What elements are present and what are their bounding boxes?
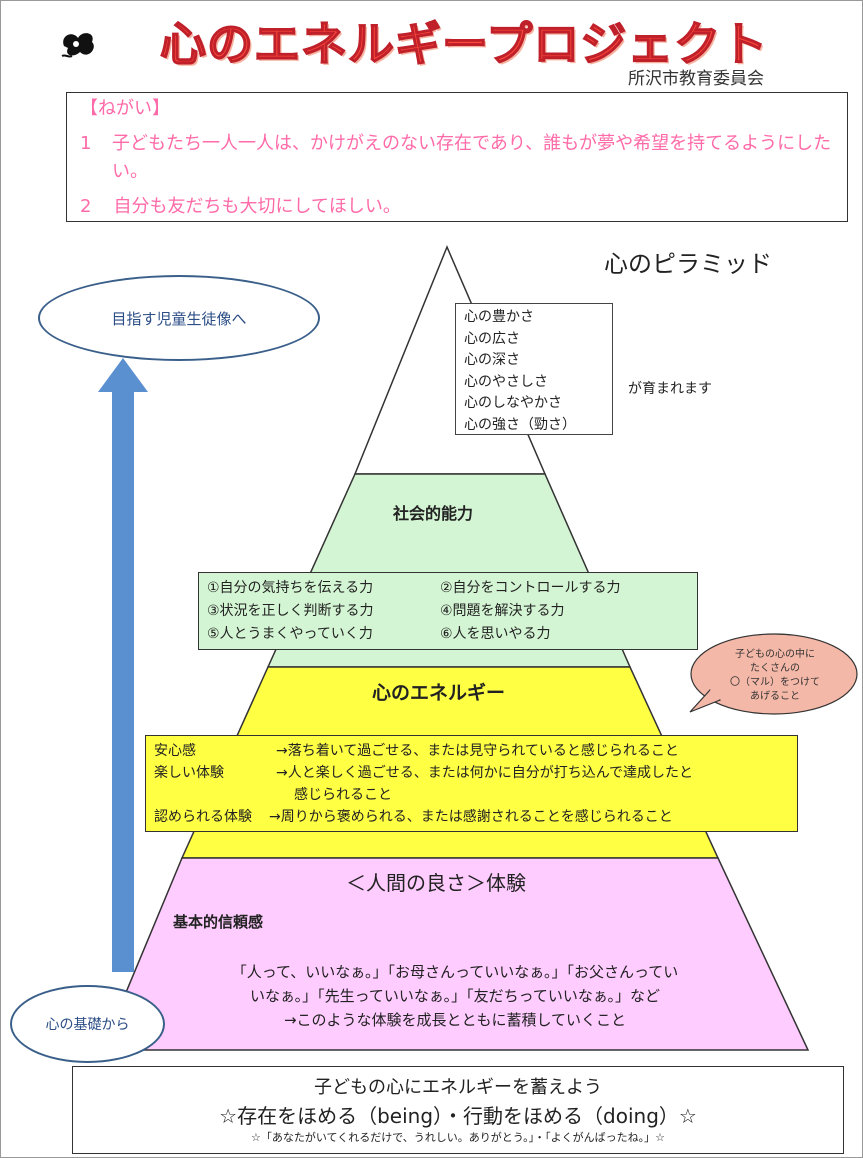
aim-number: 1	[80, 133, 92, 154]
goal-oval: 目指す児童生徒像へ	[38, 275, 320, 361]
page-title: 心のエネルギープロジェクト	[159, 16, 769, 72]
ability-row: ①自分の気持ちを伝える力 ②自分をコントロールする力	[207, 577, 697, 600]
ability-item: ①自分の気持ちを伝える力	[207, 580, 374, 596]
energy-description: →落ち着いて過ごせる、または見守られていると感じられること	[276, 743, 679, 759]
speech-bubble: 子どもの心の中に たくさんの 〇（マル）をつけて あげること	[695, 648, 855, 704]
aim-number: 2	[80, 196, 92, 217]
bubble-line: あげること	[750, 691, 800, 702]
quote-line: いなぁ。」「先生っていいなぁ。」「友だちっていいなぁ。」など	[249, 987, 661, 1005]
energy-term: 楽しい体験	[154, 765, 224, 781]
list-item: 心の広さ	[464, 330, 520, 347]
energy-term: 安心感	[154, 743, 196, 759]
ability-row: ③状況を正しく判断する力 ④問題を解決する力	[207, 600, 697, 623]
energy-row: 感じられること	[154, 784, 797, 806]
pyramid-title: 心のピラミッド	[604, 250, 772, 278]
basic-trust-label: 基本的信頼感	[173, 913, 264, 931]
ability-item: ③状況を正しく判断する力	[207, 603, 374, 619]
quote-line: →このような体験を成長とともに蓄積していくこと	[283, 1011, 627, 1029]
footer-box: 子どもの心にエネルギーを蓄えよう ☆存在をほめる（being）・行動をほめる（d…	[72, 1066, 844, 1154]
energy-description-continued: 感じられること	[294, 787, 392, 803]
goodness-title: ＜人間の良さ＞体験	[346, 871, 526, 895]
quote-line: 「人って、いいなぁ。」「お母さんっていいなぁ。」「お父さんってい	[231, 963, 679, 981]
footer-slogan: ☆存在をほめる（being）・行動をほめる（doing）☆	[219, 1104, 697, 1128]
energy-title: 心のエネルギー	[372, 682, 506, 704]
ability-row: ⑤人とうまくやっていく力 ⑥人を思いやる力	[207, 623, 697, 646]
ability-item: ⑤人とうまくやっていく力	[207, 626, 373, 642]
energy-row: 楽しい体験 →人と楽しく過ごせる、または何かに自分が打ち込んで達成したと	[154, 762, 797, 784]
footer-examples: ☆「あなたがいてくれるだけで、うれしい。ありがとう。」・「よくがんばったね。」☆	[251, 1131, 665, 1144]
list-item: 心の強さ（勁さ）	[464, 416, 576, 433]
list-item: 心のやさしさ	[464, 373, 548, 390]
aim-text: 子どもたち一人一人は、かけがえのない存在であり、誰もが夢や希望を持てるようにした…	[112, 133, 832, 182]
bubble-line: 子どもの心の中に	[735, 649, 815, 660]
bubble-line: 〇（マル）をつけて	[730, 677, 820, 688]
heart-qualities-list: 心の豊かさ 心の広さ 心の深さ 心のやさしさ 心のしなやかさ 心の強さ（勁さ）	[455, 303, 613, 435]
pyramid-goodness-tier	[100, 857, 810, 1051]
organization-name: 所沢市教育委員会	[628, 69, 764, 89]
energy-box: 安心感 →落ち着いて過ごせる、または見守られていると感じられること 楽しい体験 …	[145, 735, 798, 832]
aim-item-2: 2 自分も友だちも大切にしてほしい。	[80, 193, 401, 221]
ability-item: ②自分をコントロールする力	[440, 580, 621, 596]
ability-item: ⑥人を思いやる力	[440, 626, 551, 642]
energy-row: 安心感 →落ち着いて過ごせる、または見守られていると感じられること	[154, 740, 797, 762]
abilities-box: ①自分の気持ちを伝える力 ②自分をコントロールする力 ③状況を正しく判断する力 …	[198, 572, 698, 650]
leaf-ornament-icon	[61, 33, 94, 58]
aim-text: 自分も友だちも大切にしてほしい。	[113, 196, 401, 217]
aims-box	[66, 92, 848, 222]
energy-row: 認められる体験 →周りから褒められる、または感謝されることを感じられること	[154, 806, 797, 828]
list-item: 心の深さ	[464, 352, 520, 368]
list-item: 心の豊かさ	[464, 309, 534, 325]
grow-label: が育まれます	[628, 381, 712, 397]
aims-heading: 【ねがい】	[80, 98, 170, 119]
energy-description: →人と楽しく過ごせる、または何かに自分が打ち込んで達成したと	[276, 765, 694, 781]
energy-description: →周りから褒められる、または感謝されることを感じられること	[269, 809, 673, 825]
footer-heading: 子どもの心にエネルギーを蓄えよう	[314, 1077, 602, 1098]
quote-block: 「人って、いいなぁ。」「お母さんっていいなぁ。」「お父さんってい いなぁ。」「先…	[170, 960, 740, 1032]
social-ability-title: 社会的能力	[393, 504, 474, 523]
speech-bubble-shape	[690, 633, 858, 715]
foundation-oval: 心の基礎から	[10, 985, 165, 1063]
bubble-line: たくさんの	[750, 663, 800, 674]
list-item: 心のしなやかさ	[464, 395, 562, 411]
ability-item: ④問題を解決する力	[440, 603, 565, 619]
energy-term: 認められる体験	[154, 809, 252, 825]
growth-arrow-icon	[98, 358, 148, 972]
